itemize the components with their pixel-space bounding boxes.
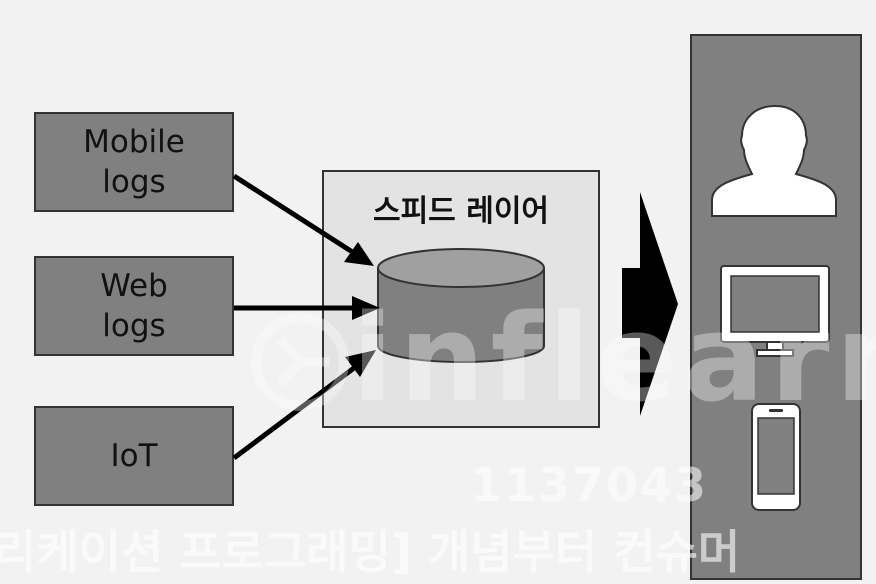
arrowhead-iot [345, 350, 376, 377]
source-box-mobile-logs: Mobile logs [34, 112, 234, 212]
database-cylinder-icon [377, 248, 545, 363]
user-silhouette-icon [711, 104, 837, 217]
watermark-logo: inflearn [251, 290, 876, 429]
source-box-web-logs: Web logs [34, 256, 234, 356]
big-arrow-to-serving [622, 192, 678, 416]
smartphone-icon [751, 403, 801, 511]
watermark-course-text: 리케이션 프로그래밍] 개념부터 컨슈머 [0, 525, 741, 579]
watermark-number: 1137043 [470, 458, 709, 512]
speed-layer-title: 스피드 레이어 [372, 194, 550, 229]
source-box-iot: IoT [34, 406, 234, 506]
svg-text:inflearn: inflearn [352, 290, 876, 429]
monitor-icon [720, 265, 830, 357]
arrowhead-mobile [344, 242, 374, 266]
arrow-mobile-to-db [232, 173, 370, 265]
arrow-iot-to-db [232, 360, 364, 460]
arrowhead-web [352, 296, 380, 320]
